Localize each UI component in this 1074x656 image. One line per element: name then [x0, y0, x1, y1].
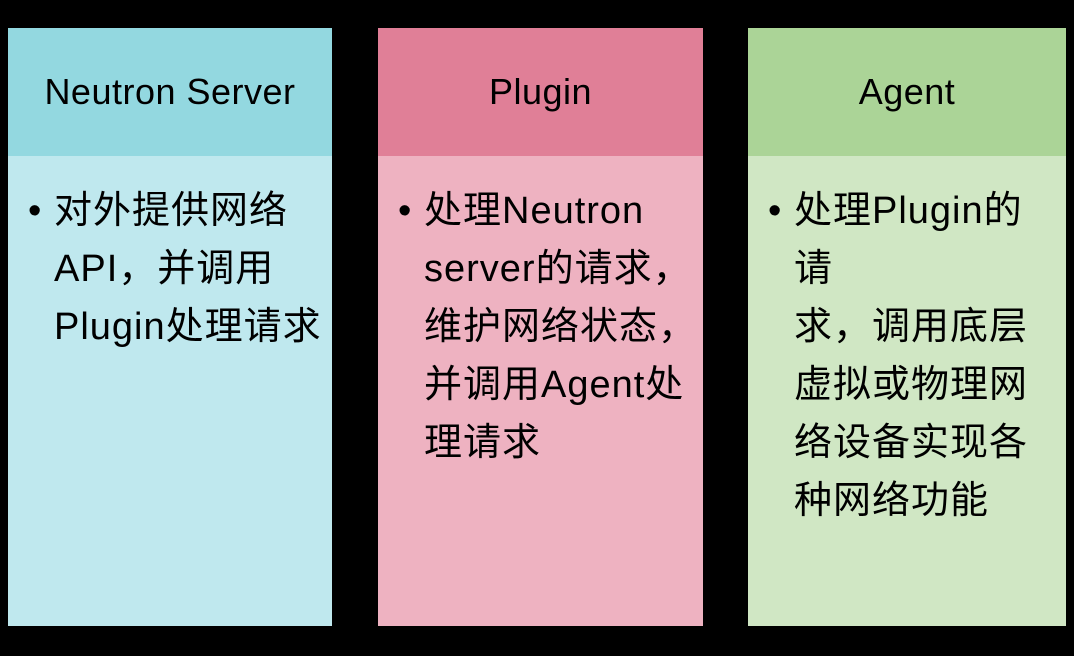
- card-title-agent: Agent: [858, 71, 956, 112]
- bullet-icon: •: [768, 190, 782, 232]
- bullet-item: • 处理Neutron server的请求， 维护网络状态， 并调用Agent处…: [398, 182, 697, 472]
- card-body-plugin: • 处理Neutron server的请求， 维护网络状态， 并调用Agent处…: [378, 156, 703, 626]
- card-description-plugin: 处理Neutron server的请求， 维护网络状态， 并调用Agent处 理…: [424, 190, 698, 464]
- card-header-plugin: Plugin: [378, 28, 703, 156]
- bullet-item: • 处理Plugin的请 求，调用底层 虚拟或物理网 络设备实现各 种网络功能: [768, 182, 1060, 530]
- bullet-item: • 对外提供网络 API，并调用 Plugin处理请求: [28, 182, 326, 356]
- card-body-neutron-server: • 对外提供网络 API，并调用 Plugin处理请求: [8, 156, 332, 626]
- card-title-plugin: Plugin: [488, 71, 593, 112]
- card-header-agent: Agent: [748, 28, 1066, 156]
- bullet-icon: •: [28, 190, 42, 232]
- card-header-neutron-server: Neutron Server: [8, 28, 332, 156]
- card-title-neutron-server: Neutron Server: [44, 71, 296, 112]
- component-card-agent: Agent • 处理Plugin的请 求，调用底层 虚拟或物理网 络设备实现各 …: [748, 28, 1066, 626]
- card-description-agent: 处理Plugin的请 求，调用底层 虚拟或物理网 络设备实现各 种网络功能: [794, 190, 1029, 522]
- component-card-plugin: Plugin • 处理Neutron server的请求， 维护网络状态， 并调…: [378, 28, 703, 626]
- card-body-agent: • 处理Plugin的请 求，调用底层 虚拟或物理网 络设备实现各 种网络功能: [748, 156, 1066, 626]
- component-card-neutron-server: Neutron Server • 对外提供网络 API，并调用 Plugin处理…: [8, 28, 332, 626]
- bullet-icon: •: [398, 190, 412, 232]
- card-description-neutron-server: 对外提供网络 API，并调用 Plugin处理请求: [54, 190, 322, 348]
